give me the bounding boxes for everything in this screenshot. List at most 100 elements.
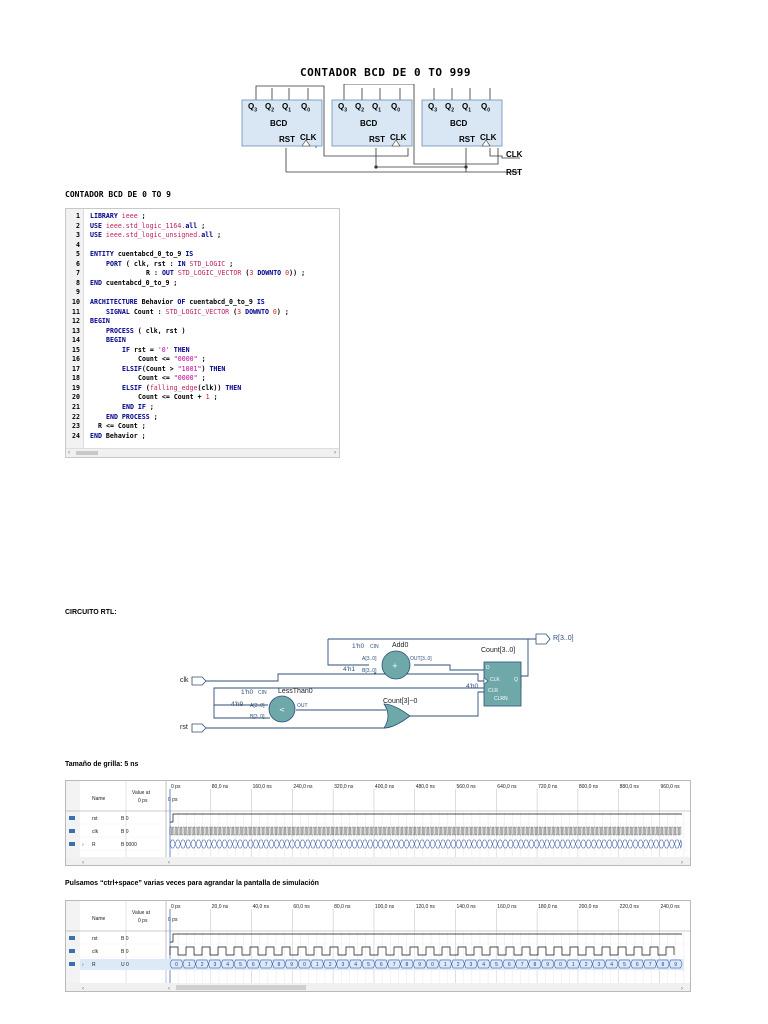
column-name-header: Name — [92, 916, 106, 922]
code-line: 22 END PROCESS ; — [66, 413, 158, 422]
adder-cin-pin: CIN — [370, 644, 379, 650]
code-text: END PROCESS ; — [106, 412, 158, 421]
bus-value: 7 — [393, 962, 396, 968]
signal-name: clk — [92, 829, 99, 835]
signal-value: B 0 — [121, 936, 129, 942]
code-text: END Behavior ; — [90, 431, 146, 440]
pin-q3: Q — [248, 102, 255, 111]
register-name: Count[3..0] — [481, 647, 516, 654]
code-text: ARCHITECTURE Behavior OF cuentabcd_0_to_… — [90, 297, 265, 306]
time-tick-label: 180,0 ns — [538, 904, 558, 910]
line-number: 8 — [76, 278, 80, 287]
time-tick-label: 0 ps — [171, 904, 181, 910]
bus-value: 4 — [226, 962, 229, 968]
column-value-time: 0 ps — [138, 798, 148, 804]
bus-value: 1 — [188, 962, 191, 968]
bus-value: 4 — [482, 962, 485, 968]
bus-value: 9 — [674, 962, 677, 968]
code-text: SIGNAL Count : STD_LOGIC_VECTOR (3 DOWNT… — [106, 307, 289, 316]
line-number: 2 — [76, 221, 80, 230]
line-number: 24 — [72, 431, 80, 440]
time-tick-label: 320,0 ns — [334, 784, 354, 790]
code-gutter — [66, 209, 84, 457]
rtl-heading: CIRCUITO RTL: — [65, 609, 117, 616]
panel-bg — [66, 781, 690, 865]
adder-name: Add0 — [392, 642, 409, 649]
line-number: 18 — [72, 374, 80, 383]
time-tick-label: 240,0 ns — [293, 784, 313, 790]
line-number: 9 — [76, 288, 80, 297]
adder-a-pin: A[3..0] — [362, 656, 377, 662]
bus-value: 9 — [546, 962, 549, 968]
time-tick-label: 960,0 ns — [660, 784, 680, 790]
scroll-thumb[interactable] — [76, 451, 98, 455]
code-text: LIBRARY ieee ; — [90, 212, 146, 220]
clk-waveform — [169, 826, 682, 836]
time-tick-label: 200,0 ns — [579, 904, 599, 910]
bus-value: 5 — [239, 962, 242, 968]
signal-rst-label: RST — [506, 168, 522, 177]
expand-icon: › — [82, 962, 84, 968]
signal-name: rst — [92, 936, 98, 942]
sim1-heading: Tamaño de grilla: 5 ns — [65, 761, 139, 768]
bus-value: 7 — [265, 962, 268, 968]
register-q-pin: Q — [514, 677, 518, 683]
line-number: 21 — [72, 403, 80, 411]
signal-icon — [69, 949, 75, 953]
time-tick-label: 220,0 ns — [620, 904, 640, 910]
time-tick-label: 800,0 ns — [579, 784, 599, 790]
column-value-header: Value at — [132, 790, 151, 796]
signal-icon — [69, 816, 75, 820]
code-text: USE ieee.std_logic_1164.all ; — [90, 221, 206, 230]
bus-value: 2 — [457, 962, 460, 968]
counter-label: BCD — [270, 119, 288, 128]
register-clr-pin: CLR — [488, 688, 499, 694]
code-text: END cuentabcd_0_to_9 ; — [90, 278, 178, 287]
column-value-header: Value at — [132, 910, 151, 916]
time-tick-label: 160,0 ns — [253, 784, 273, 790]
time-tick-label: 400,0 ns — [375, 784, 395, 790]
scroll-right-icon[interactable]: › — [334, 450, 336, 456]
horizontal-scrollbar — [66, 857, 690, 865]
time-tick-label: 100,0 ns — [375, 904, 395, 910]
code-text: ELSIF (falling_edge(clk)) THEN — [122, 383, 242, 392]
code-text: USE ieee.std_logic_unsigned.all ; — [90, 231, 222, 240]
time-tick-label: 160,0 ns — [497, 904, 517, 910]
signal-value: U 0 — [121, 962, 129, 968]
line-number: 23 — [72, 422, 80, 431]
bus-value: 3 — [214, 962, 217, 968]
pin-q0: Q — [301, 102, 308, 111]
code-text: ENTITY cuentabcd_0_to_9 IS — [90, 250, 194, 259]
signal-icon — [69, 842, 75, 846]
horizontal-scrollbar[interactable]: ‹ › — [66, 448, 339, 457]
bus-value: 3 — [598, 962, 601, 968]
bus-value: 3 — [342, 962, 345, 968]
signal-name: R — [92, 962, 96, 968]
cursor-time: 0 ps — [168, 797, 178, 803]
time-tick-label: 120,0 ns — [416, 904, 436, 910]
scroll-left-icon[interactable]: ‹ — [68, 450, 70, 456]
or-gate-name: Count[3]~0 — [383, 698, 418, 705]
scroll-right-icon: › — [681, 860, 683, 866]
code-text: Count <= "0000" ; — [138, 374, 206, 383]
line-number: 5 — [76, 250, 80, 259]
scroll-thumb — [176, 985, 306, 990]
line-number: 22 — [72, 412, 80, 421]
selected-row-bg — [80, 959, 684, 970]
line-number: 4 — [76, 240, 80, 249]
bcd-title: CONTADOR BCD DE 0 TO 999 — [300, 66, 471, 79]
bus-value: 6 — [508, 962, 511, 968]
bus-value: 9 — [290, 962, 293, 968]
bus-value: 7 — [521, 962, 524, 968]
